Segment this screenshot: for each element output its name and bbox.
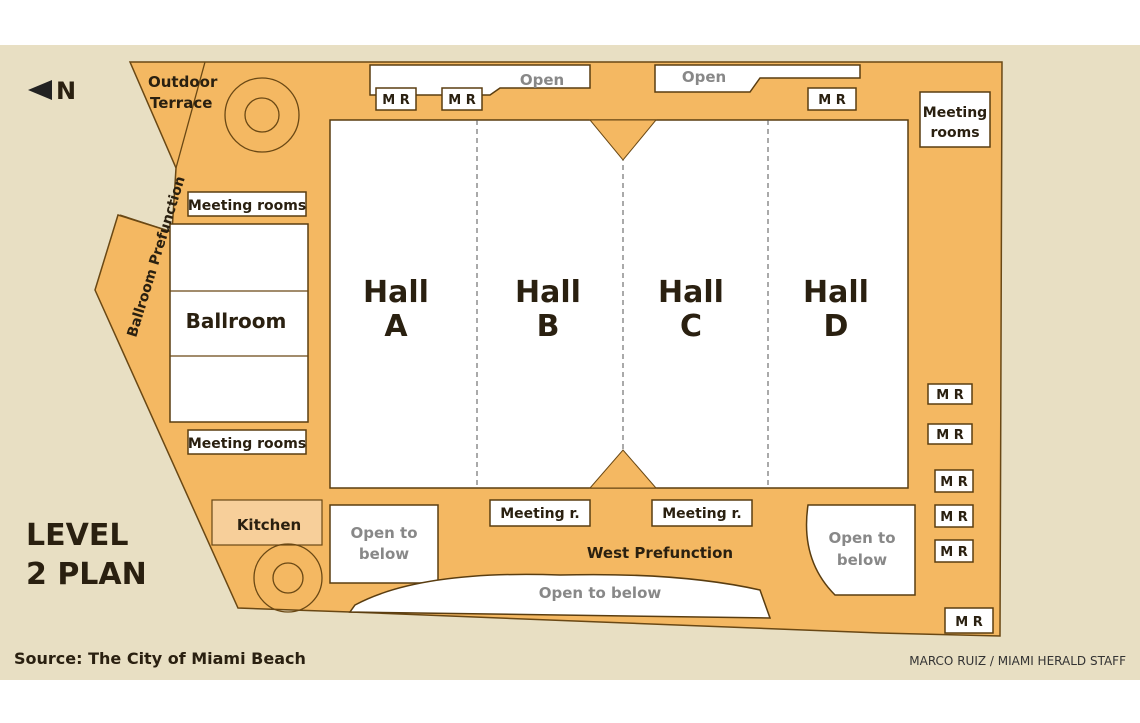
meeting-rooms-ne-label-2: rooms: [930, 125, 979, 141]
open-below-left-label-2: below: [359, 545, 409, 563]
kitchen-label: Kitchen: [237, 516, 301, 534]
hall-c-label: Hall: [658, 275, 724, 310]
hall-c-letter: C: [680, 309, 702, 344]
mr-label: M R: [936, 428, 963, 443]
arrow-left-icon: [28, 80, 52, 100]
plan-title: LEVEL: [26, 518, 128, 553]
credit-text: MARCO RUIZ / MIAMI HERALD STAFF: [909, 654, 1126, 668]
open-to-below-right: [805, 504, 916, 596]
open-top-1-label: Open: [520, 71, 564, 89]
hall-b-letter: B: [537, 309, 560, 344]
hall-b-label: Hall: [515, 275, 581, 310]
mr-label: M R: [448, 93, 475, 108]
meeting-room-2: [651, 499, 753, 527]
mr-label: M R: [940, 475, 967, 490]
stair-tower-south: [253, 543, 323, 613]
exhibit-halls: [329, 119, 909, 489]
meeting-rooms-bottom-label: Meeting rooms: [188, 436, 306, 452]
plan-title-2: 2 PLAN: [26, 557, 147, 592]
open-top-1: [369, 64, 591, 96]
meeting-rooms-bottom: [187, 429, 307, 455]
mr-label: M R: [955, 615, 982, 630]
open-below-right-label-2: below: [837, 551, 887, 569]
open-below-bottom-label: Open to below: [539, 584, 662, 602]
ballroom-label: Ballroom: [186, 309, 287, 333]
open-to-below-left: [329, 504, 439, 584]
open-top-2: [654, 64, 861, 93]
hall-a-label: Hall: [363, 275, 429, 310]
meeting-room-1-label: Meeting r.: [500, 506, 580, 522]
meeting-rooms-top: [187, 191, 307, 217]
open-below-right-label: Open to: [828, 529, 895, 547]
meeting-room-1: [489, 499, 591, 527]
hall-d-letter: D: [824, 309, 849, 344]
open-top-2-label: Open: [682, 68, 726, 86]
north-label: N: [56, 77, 76, 105]
hall-d-label: Hall: [803, 275, 869, 310]
meeting-rooms-ne-label: Meeting: [923, 105, 987, 121]
stair-tower-north: [224, 77, 300, 153]
outdoor-terrace-label: Outdoor: [148, 73, 218, 91]
mr-label: M R: [818, 93, 845, 108]
meeting-rooms-top-label: Meeting rooms: [188, 198, 306, 214]
outdoor-terrace-label-2: Terrace: [150, 94, 212, 112]
source-text: Source: The City of Miami Beach: [14, 649, 306, 668]
mr-label: M R: [382, 93, 409, 108]
meeting-room-2-label: Meeting r.: [662, 506, 742, 522]
mr-label: M R: [936, 388, 963, 403]
mr-label: M R: [940, 510, 967, 525]
meeting-rooms-ne: [919, 91, 991, 148]
hall-a-letter: A: [384, 309, 408, 344]
open-to-below-bottom: [348, 573, 772, 619]
mr-label: M R: [940, 545, 967, 560]
ballroom: [169, 223, 309, 423]
kitchen-area: [211, 499, 323, 546]
open-below-left-label: Open to: [350, 524, 417, 542]
west-prefunction-label: West Prefunction: [587, 544, 733, 562]
